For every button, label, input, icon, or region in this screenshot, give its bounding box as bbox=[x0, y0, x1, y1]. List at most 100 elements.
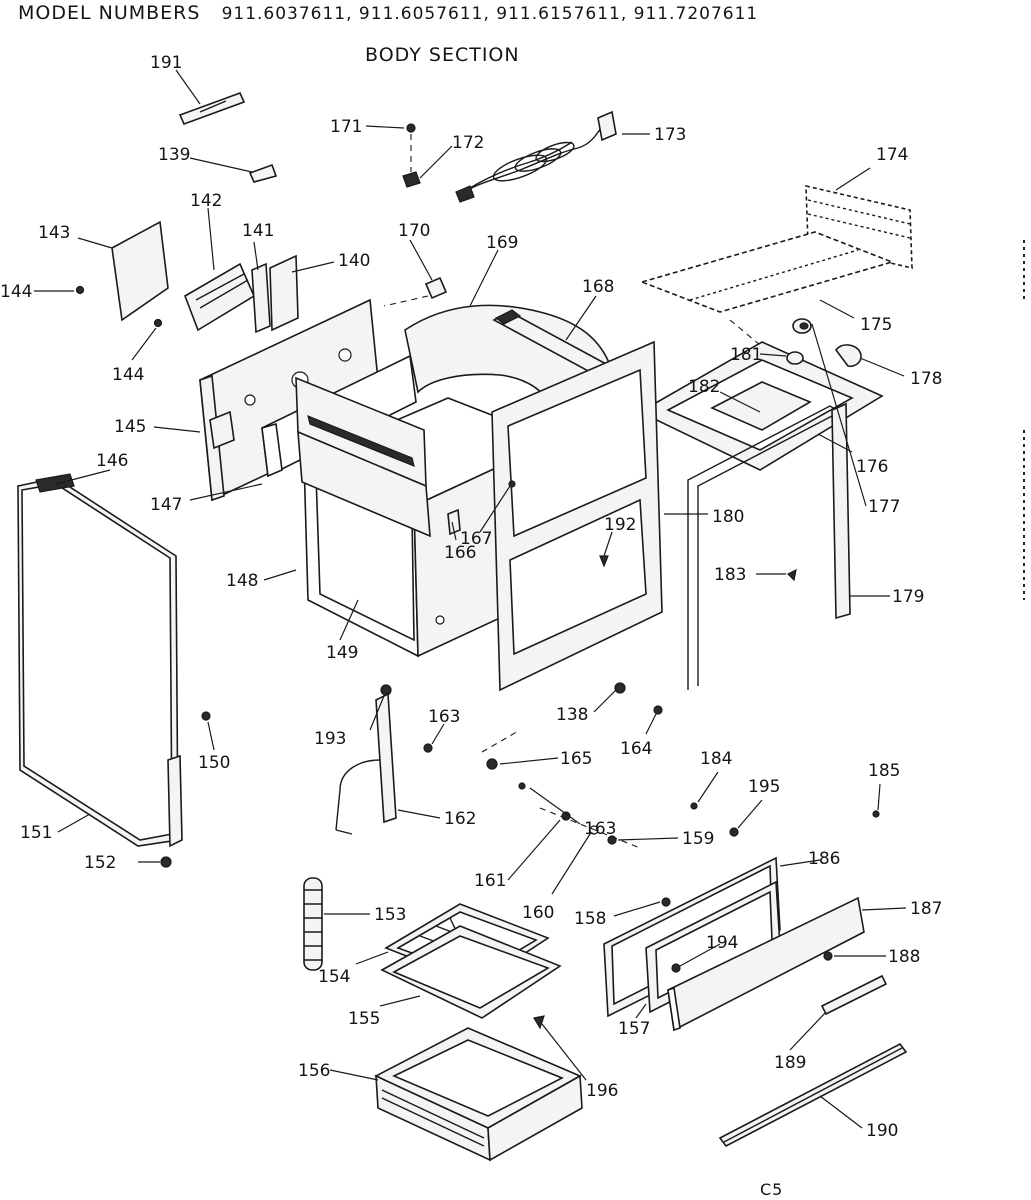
label-163a: 163 bbox=[428, 707, 460, 727]
label-180: 180 bbox=[712, 507, 744, 527]
label-155: 155 bbox=[348, 1009, 380, 1029]
part-173-power-cord bbox=[455, 110, 617, 203]
label-168: 168 bbox=[582, 277, 614, 297]
label-164: 164 bbox=[620, 739, 652, 759]
part-180-front-frame bbox=[491, 340, 663, 692]
label-169: 169 bbox=[486, 233, 518, 253]
part-181-grommet bbox=[786, 351, 804, 365]
part-187-drawer-panel bbox=[667, 896, 865, 1032]
part-149-slot bbox=[307, 415, 415, 467]
part-189-trim bbox=[820, 974, 888, 1016]
label-158: 158 bbox=[574, 909, 606, 929]
label-161: 161 bbox=[474, 871, 506, 891]
part-191-bracket bbox=[178, 91, 246, 126]
label-149: 149 bbox=[326, 643, 358, 663]
label-193: 193 bbox=[314, 729, 346, 749]
part-145-rear-frame bbox=[199, 298, 383, 502]
label-190: 190 bbox=[866, 1121, 898, 1141]
label-144a: 144 bbox=[0, 282, 32, 302]
label-194: 194 bbox=[706, 933, 738, 953]
label-171: 171 bbox=[330, 117, 362, 137]
label-186: 186 bbox=[808, 849, 840, 869]
section-title: BODY SECTION bbox=[365, 44, 520, 66]
label-175: 175 bbox=[860, 315, 892, 335]
label-152: 152 bbox=[84, 853, 116, 873]
leader-lines bbox=[34, 69, 907, 1129]
label-170: 170 bbox=[398, 221, 430, 241]
label-150: 150 bbox=[198, 753, 230, 773]
label-177: 177 bbox=[868, 497, 900, 517]
part-143-shield bbox=[111, 220, 169, 322]
model-prefix: MODEL NUMBERS bbox=[18, 2, 201, 24]
label-143: 143 bbox=[38, 223, 70, 243]
label-146: 146 bbox=[96, 451, 128, 471]
label-165: 165 bbox=[560, 749, 592, 769]
part-171-screw bbox=[406, 123, 416, 133]
part-139-clip bbox=[248, 163, 278, 183]
part-185-screw bbox=[872, 810, 880, 818]
label-191: 191 bbox=[150, 53, 182, 73]
label-195: 195 bbox=[748, 777, 780, 797]
label-181: 181 bbox=[730, 345, 762, 365]
part-195-bumper bbox=[729, 827, 739, 837]
label-142: 142 bbox=[190, 191, 222, 211]
label-173: 173 bbox=[654, 125, 686, 145]
part-184-screw bbox=[690, 802, 698, 810]
part-164-screw bbox=[653, 705, 663, 715]
part-number-labels: 191 139 171 172 173 174 175 143 142 141 … bbox=[0, 53, 942, 1141]
label-192: 192 bbox=[604, 515, 636, 535]
part-193-bushing bbox=[380, 684, 392, 696]
label-185: 185 bbox=[868, 761, 900, 781]
label-189: 189 bbox=[774, 1053, 806, 1073]
part-144-screw bbox=[75, 285, 163, 328]
label-139: 139 bbox=[158, 145, 190, 165]
part-140-bracket bbox=[269, 254, 299, 332]
label-162: 162 bbox=[444, 809, 476, 829]
part-155-broiler-pan bbox=[380, 925, 562, 1019]
part-158-screw bbox=[661, 897, 671, 907]
part-196-screw bbox=[533, 1015, 545, 1030]
part-170-switch bbox=[424, 276, 448, 300]
part-194-clip bbox=[671, 963, 681, 973]
label-151: 151 bbox=[20, 823, 52, 843]
label-140: 140 bbox=[338, 251, 370, 271]
label-145: 145 bbox=[114, 417, 146, 437]
label-156: 156 bbox=[298, 1061, 330, 1081]
part-153-spring bbox=[303, 877, 323, 971]
label-153: 153 bbox=[374, 905, 406, 925]
part-177-knob bbox=[792, 318, 812, 334]
label-174: 174 bbox=[876, 145, 908, 165]
part-165-nut bbox=[486, 758, 498, 770]
label-163b: 163 bbox=[584, 819, 616, 839]
part-141-bracket bbox=[251, 262, 271, 334]
label-172: 172 bbox=[452, 133, 484, 153]
part-167-screw bbox=[508, 480, 516, 488]
part-175-top-panel bbox=[639, 231, 895, 346]
label-176: 176 bbox=[856, 457, 888, 477]
model-list: 911.6037611, 911.6057611, 911.6157611, 9… bbox=[221, 4, 759, 24]
part-176-cooktop-tray bbox=[638, 341, 884, 471]
label-157: 157 bbox=[618, 1019, 650, 1039]
label-183: 183 bbox=[714, 565, 746, 585]
model-numbers-heading: MODEL NUMBERS 911.6037611, 911.6057611, … bbox=[18, 2, 758, 24]
part-150-plug bbox=[201, 711, 211, 721]
part-179-gasket-strip bbox=[831, 402, 851, 620]
part-152-foot bbox=[160, 856, 172, 868]
label-160: 160 bbox=[522, 903, 554, 923]
part-156-drawer bbox=[374, 1027, 583, 1162]
part-183-clip bbox=[786, 568, 797, 582]
part-172-clamp bbox=[402, 171, 421, 188]
label-154: 154 bbox=[318, 967, 350, 987]
label-141: 141 bbox=[242, 221, 274, 241]
part-142-duct bbox=[184, 262, 256, 332]
part-178-lamp bbox=[834, 344, 862, 368]
part-151-side-panel bbox=[17, 473, 183, 848]
page-code: C5 bbox=[760, 1180, 784, 1199]
part-188-screw bbox=[823, 951, 833, 961]
part-138-screw bbox=[614, 682, 626, 694]
part-148-panel bbox=[295, 376, 431, 538]
label-184: 184 bbox=[700, 749, 732, 769]
label-144b: 144 bbox=[112, 365, 144, 385]
label-188: 188 bbox=[888, 947, 920, 967]
